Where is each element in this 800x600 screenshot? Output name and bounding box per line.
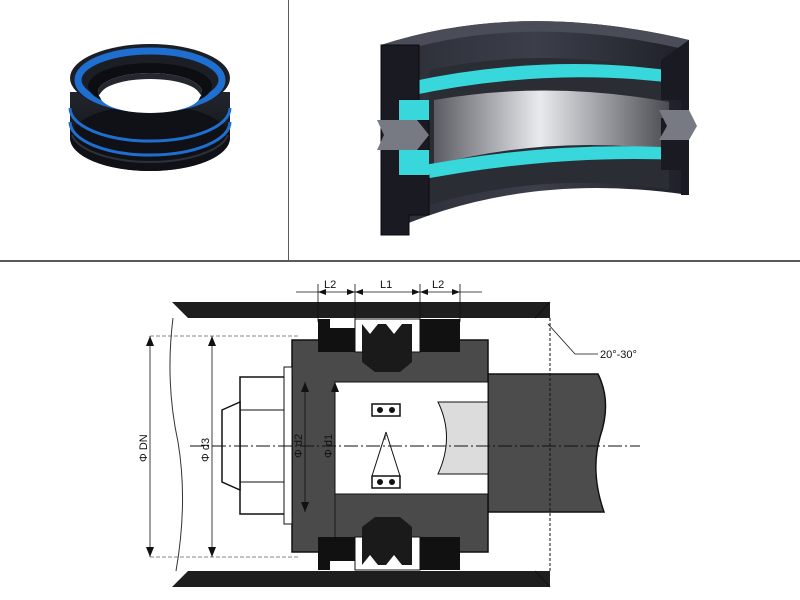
diameter-d2-label: Φ d2 (293, 434, 305, 458)
technical-drawing-panel: L2 L1 L2 20°-30° Φ DN Φ d3 Φ d2 Φ d1 r (0, 262, 800, 600)
piston-rod (487, 373, 607, 513)
o-ring-bottom (371, 475, 401, 489)
seal-lip-bottom (362, 517, 412, 565)
diameter-dn-label: Φ DN (138, 434, 150, 462)
dimension-l2-right: L2 (432, 279, 444, 291)
seal-installation-drawing: L2 L1 L2 20°-30° Φ DN Φ d3 Φ d2 Φ d1 r (138, 279, 640, 588)
radius-label: r (384, 432, 387, 442)
dimension-l2-left: L2 (324, 279, 336, 291)
seal-cutaway-render (377, 21, 697, 236)
cylinder-wall-top (172, 302, 550, 318)
seal-ring-photo (68, 44, 232, 171)
diameter-d1-label: Φ d1 (323, 434, 335, 458)
dimension-l1: L1 (380, 279, 392, 291)
cylinder-wall-bottom (172, 571, 550, 587)
o-ring-top (371, 403, 401, 417)
horizontal-divider (0, 260, 800, 262)
guide-ring-bottom-right (420, 537, 460, 570)
guide-ring-top-left (318, 319, 355, 352)
seal-photo-panel (0, 0, 288, 260)
guide-ring-top-right (420, 319, 460, 352)
seal-cutaway-panel (289, 0, 800, 260)
diameter-d3-label: Φ d3 (200, 438, 212, 462)
seal-lip-top (362, 324, 412, 372)
guide-ring-bottom-left (318, 537, 355, 570)
vertical-divider (288, 0, 289, 260)
chamfer-angle-label: 20°-30° (600, 349, 637, 361)
